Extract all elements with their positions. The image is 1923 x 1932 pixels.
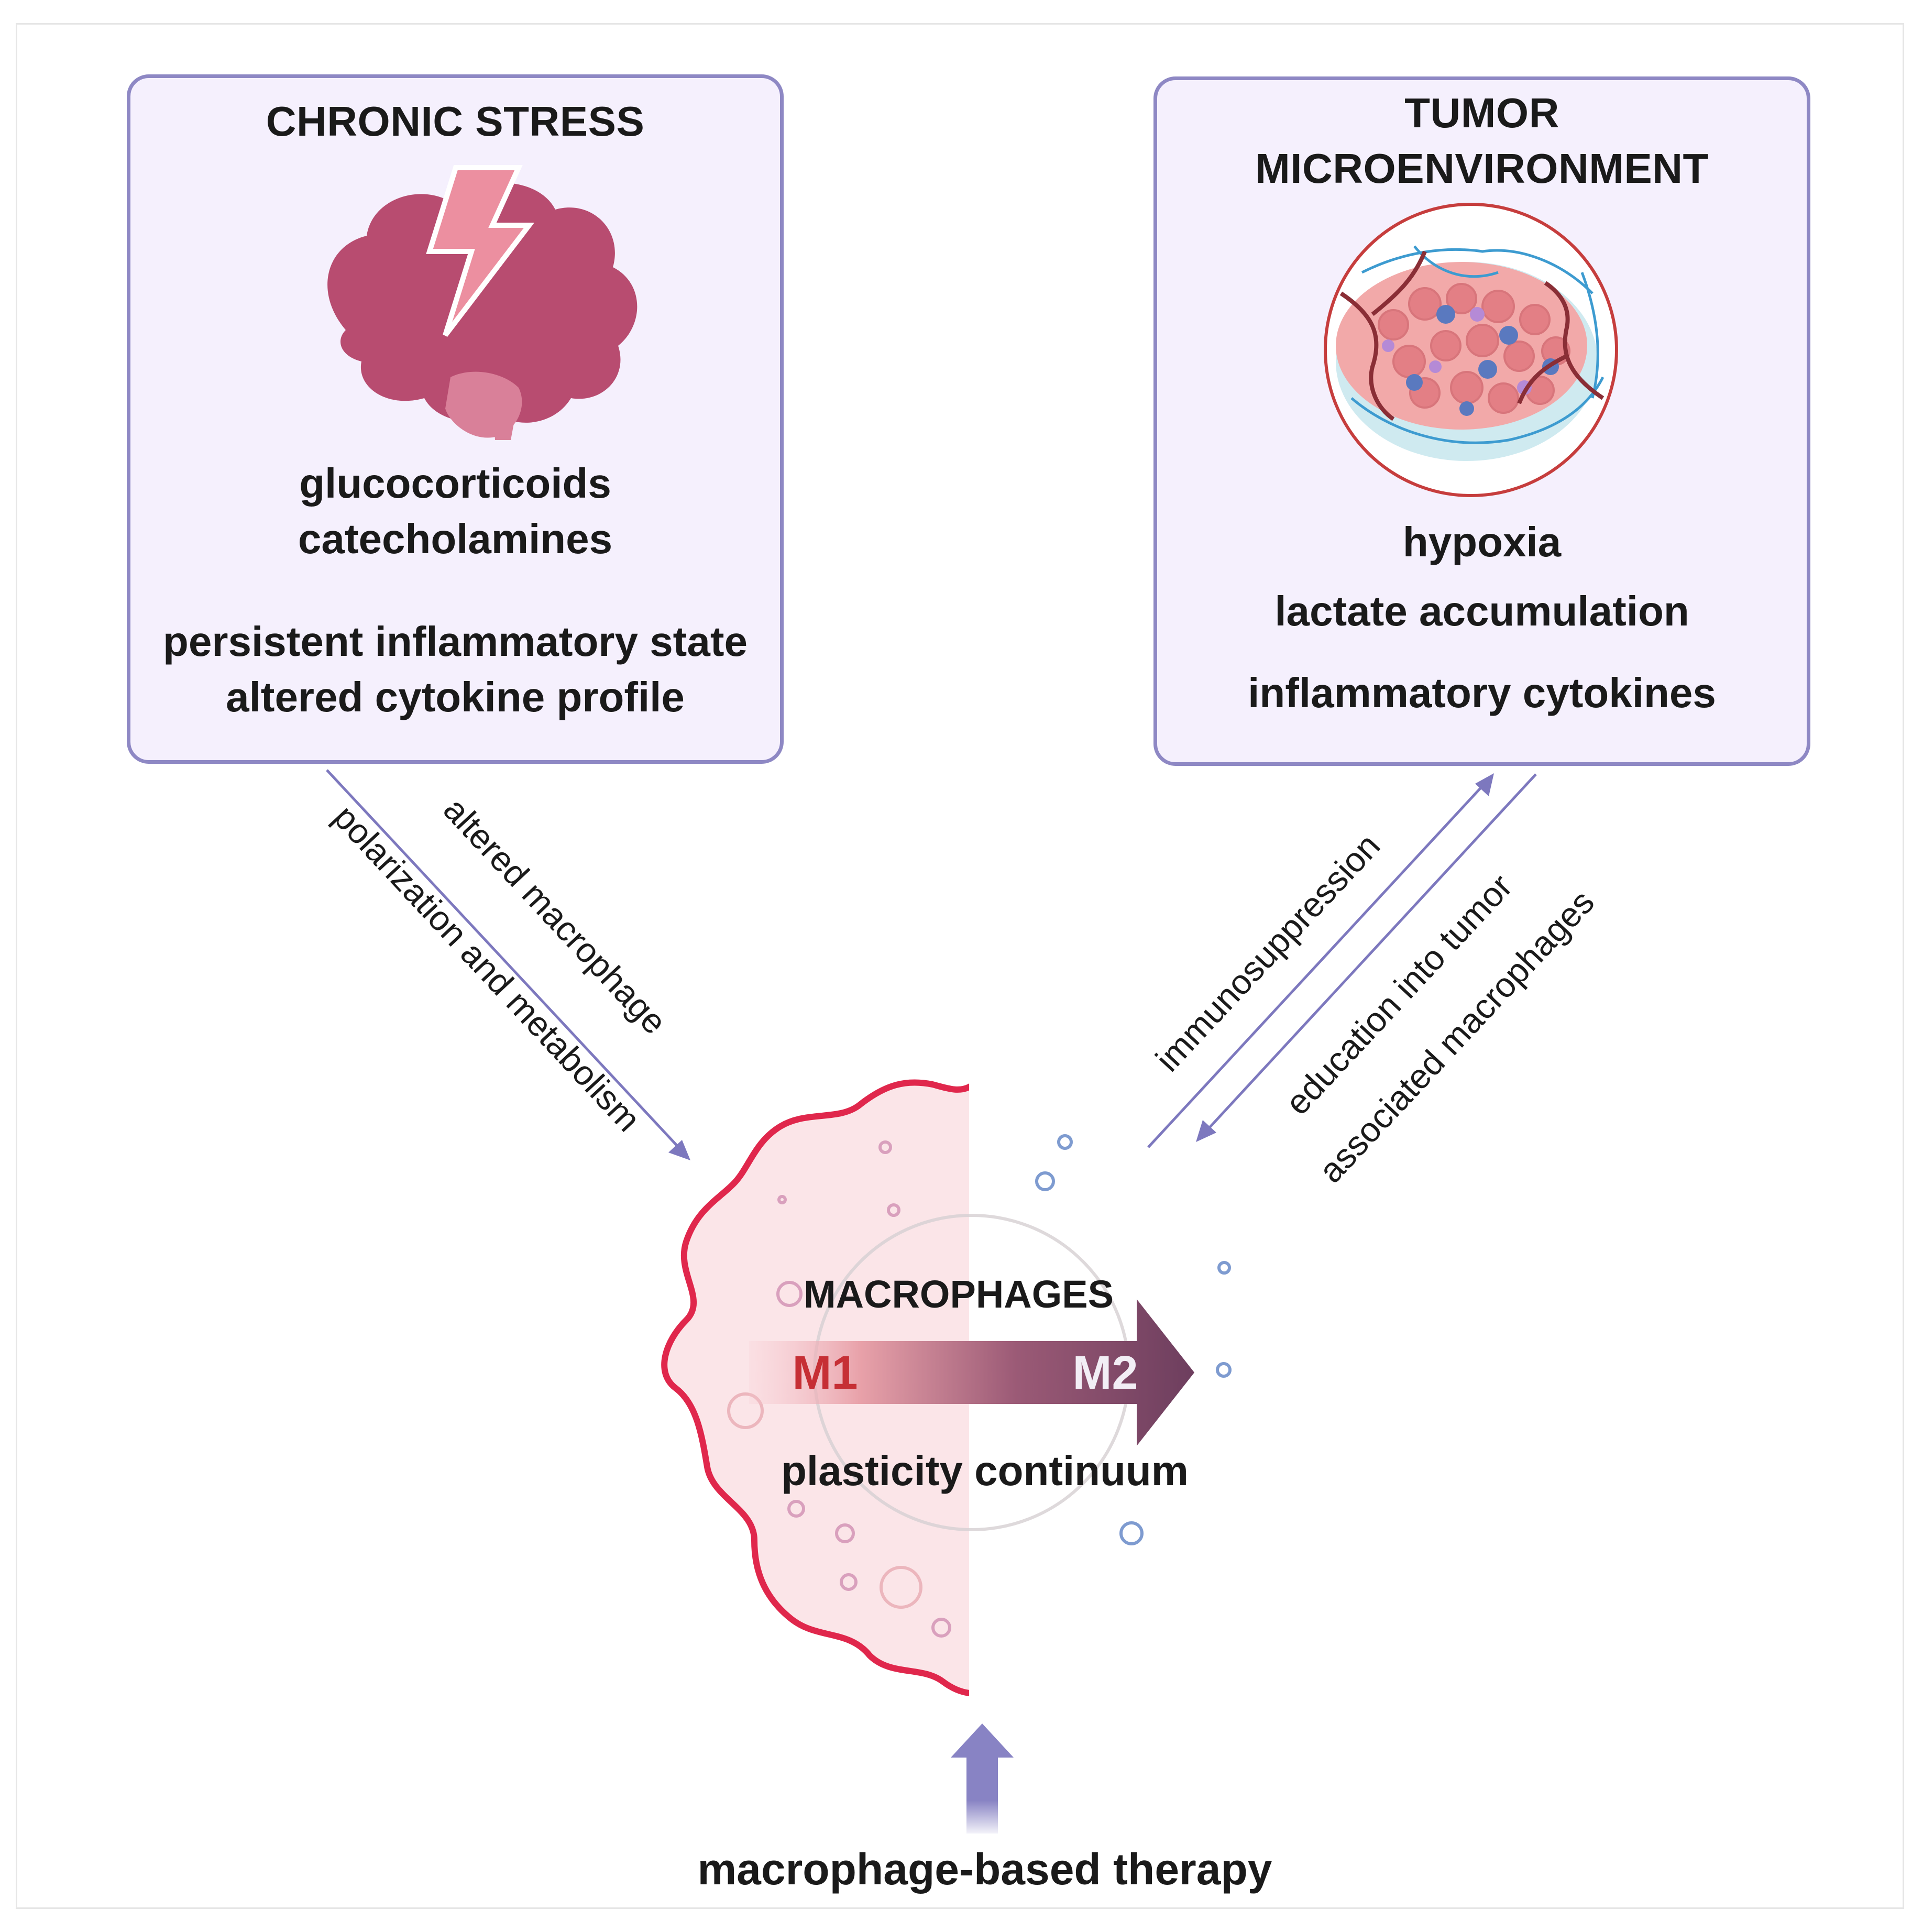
tme-cytokines: inflammatory cytokines: [1248, 669, 1716, 716]
stress-glucocorticoids: glucocorticoids: [299, 460, 611, 507]
plasticity-label: plasticity continuum: [781, 1447, 1189, 1494]
stress-cytokine-profile: altered cytokine profile: [226, 674, 685, 720]
figure-frame: [16, 23, 1904, 1909]
tme-title-line1: TUMOR: [1404, 90, 1559, 136]
macrophages-title: MACROPHAGES: [803, 1272, 1114, 1316]
m1-label: M1: [792, 1347, 858, 1399]
tme-lactate: lactate accumulation: [1274, 588, 1689, 634]
chronic-stress-title: CHRONIC STRESS: [266, 98, 645, 145]
tme-hypoxia: hypoxia: [1402, 519, 1562, 565]
m2-label: M2: [1072, 1347, 1138, 1399]
stress-catecholamines: catecholamines: [298, 515, 613, 562]
tme-title-line2: MICROENVIRONMENT: [1255, 145, 1709, 192]
therapy-label: macrophage-based therapy: [697, 1845, 1272, 1894]
stress-inflammatory-state: persistent inflammatory state: [163, 618, 748, 665]
